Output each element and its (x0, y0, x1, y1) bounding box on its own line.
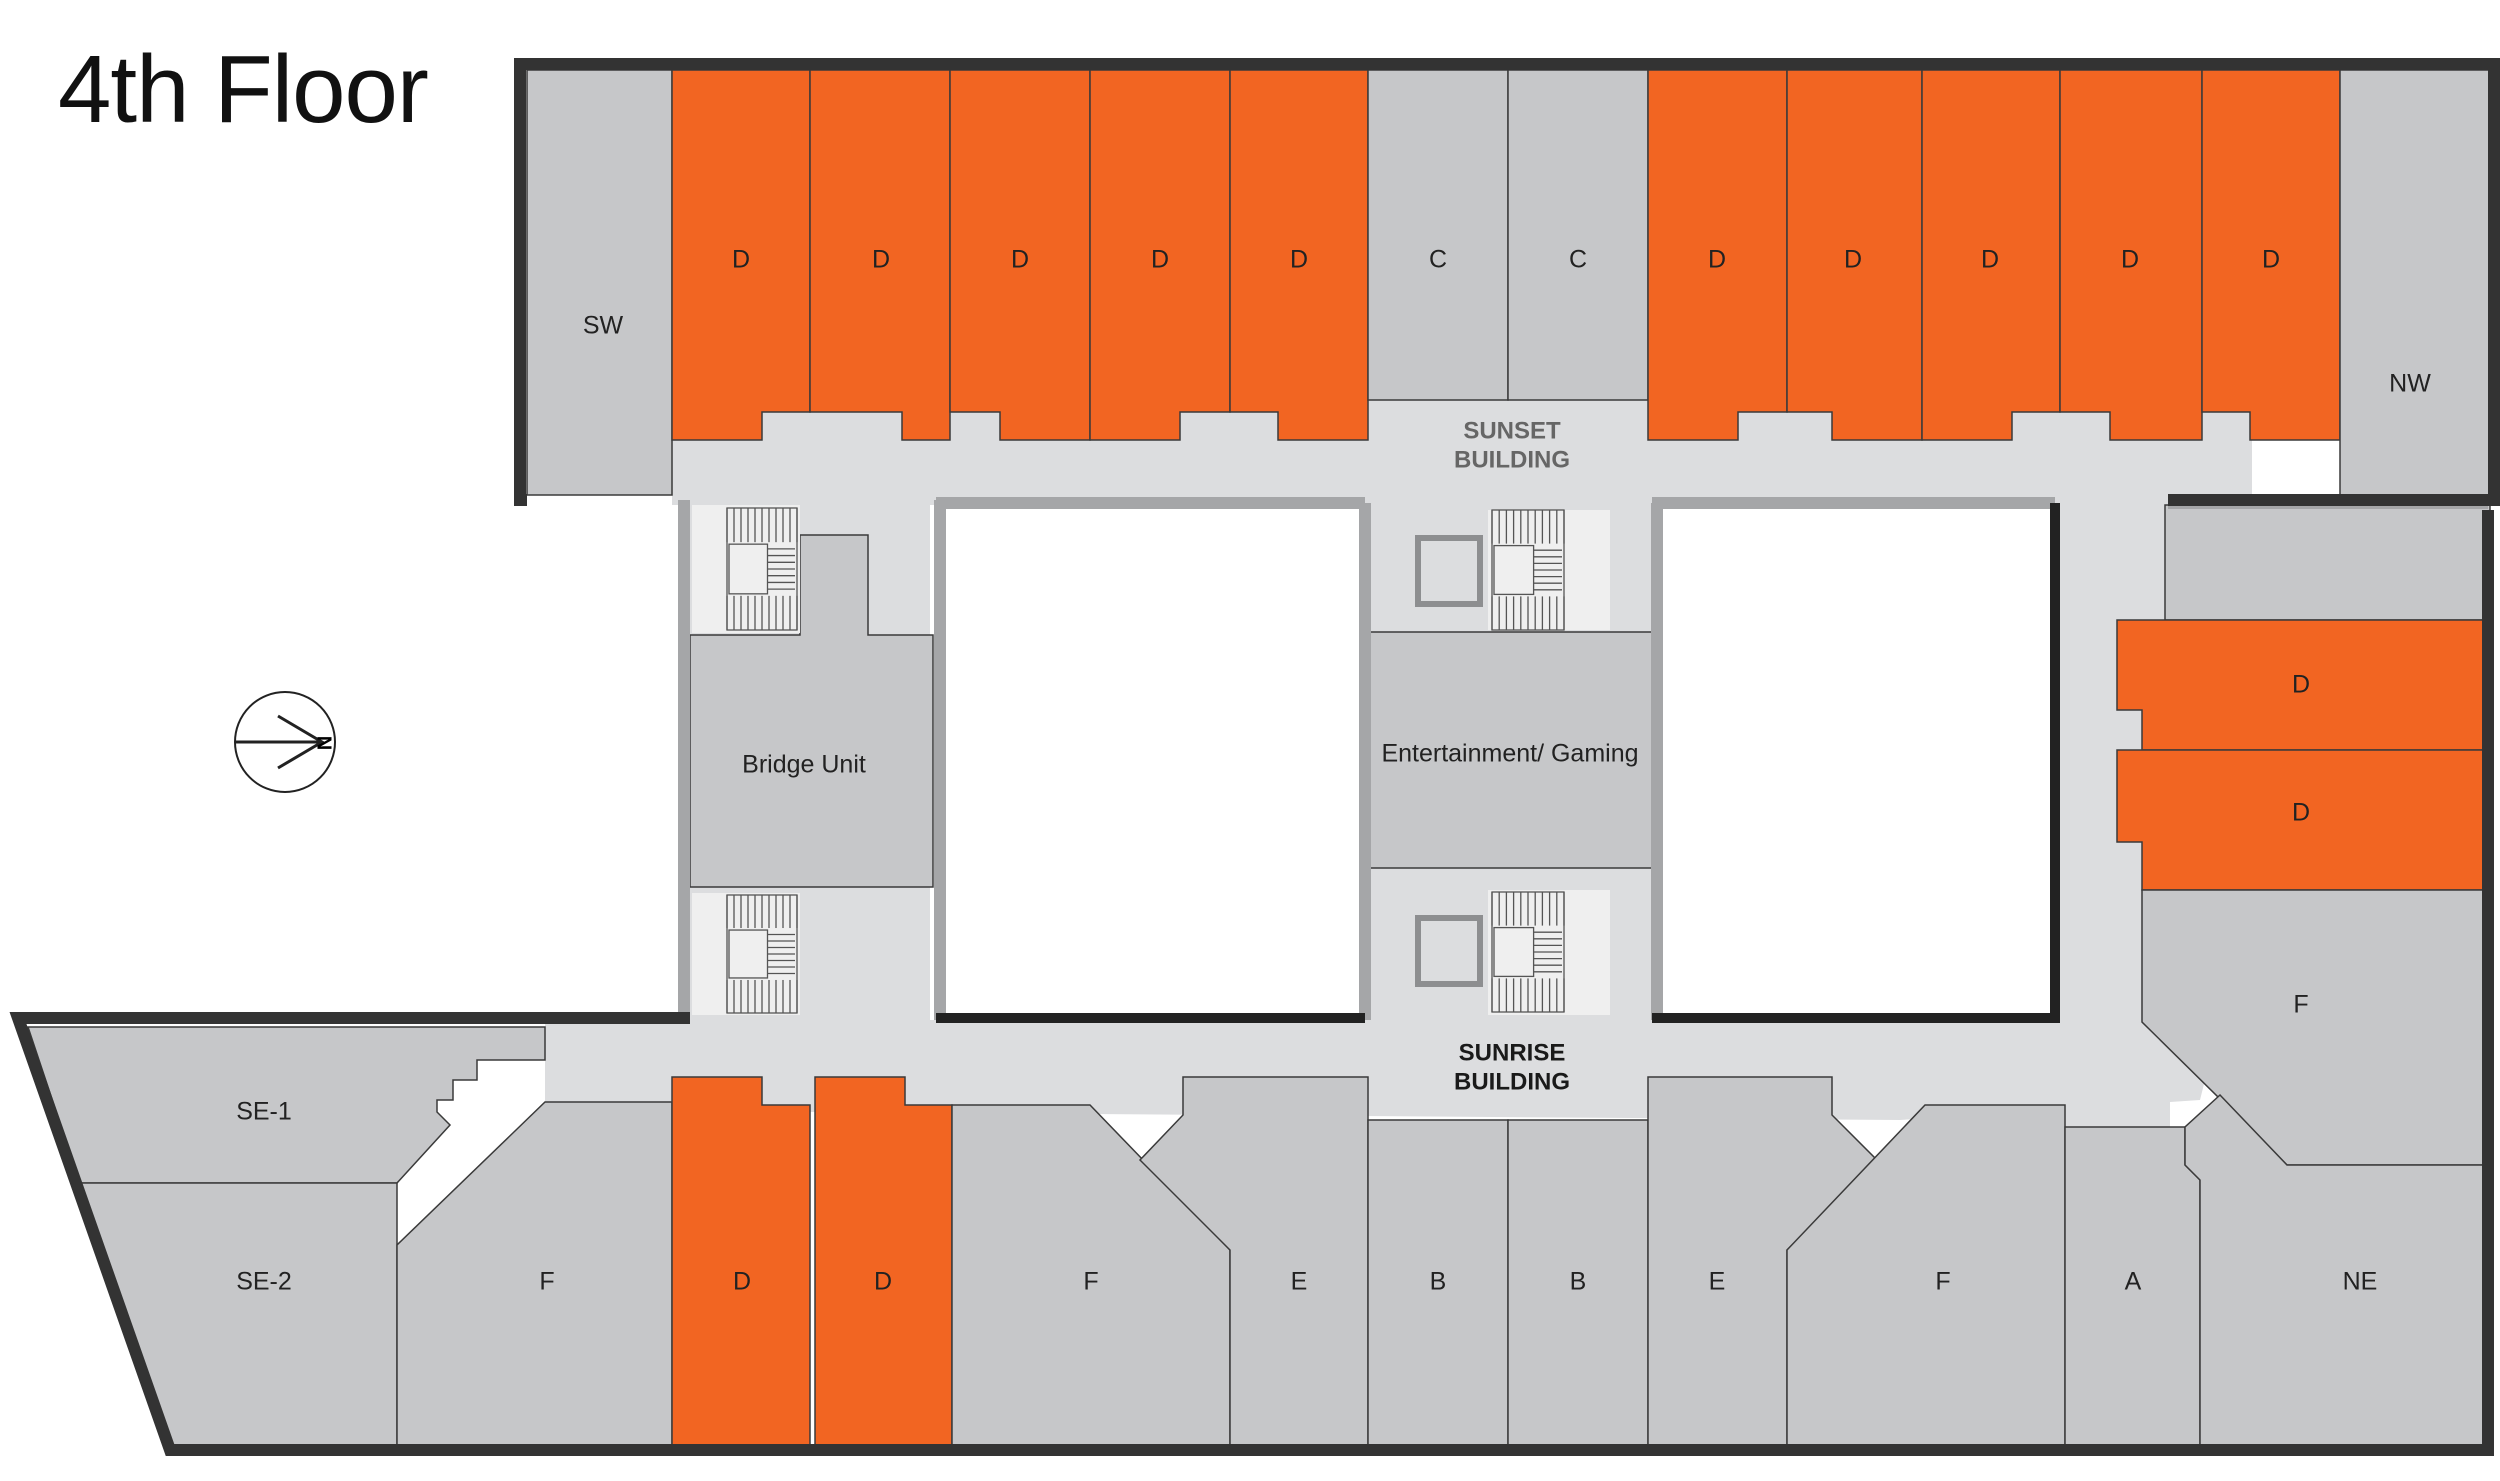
unit-label-bottom: A (2125, 1268, 2142, 1296)
unit-label-bottom: B (1570, 1268, 1587, 1296)
unit-label-se2: SE-2 (236, 1268, 292, 1296)
elevator-icon (1415, 535, 1483, 607)
stair-icons (726, 507, 1565, 1014)
unit-label-top: D (1290, 246, 1308, 274)
unit-nw[interactable] (2339, 69, 2491, 496)
unit-label-top: D (1151, 246, 1169, 274)
unit-label-top: D (732, 246, 750, 274)
stair-icon (1491, 891, 1565, 1013)
unit-c-2[interactable] (1507, 69, 1649, 401)
outer-walls (9, 58, 2500, 1456)
entertainment-gaming[interactable] (1364, 631, 1653, 869)
unit-label-right: F (2293, 991, 2308, 1019)
unit-f-1[interactable] (396, 1101, 673, 1446)
unit-label-bottom: D (874, 1268, 892, 1296)
unit-label-top: D (1844, 246, 1862, 274)
elevators (1415, 535, 1483, 987)
unit-label-top: D (2262, 246, 2280, 274)
floor-title: 4th Floor (58, 36, 429, 143)
unit-label-ne: NE (2343, 1268, 2378, 1296)
sunset-building-label: SUNSET (1463, 417, 1561, 444)
unit-label-bottom: D (733, 1268, 751, 1296)
unit-label-sw: SW (583, 312, 624, 340)
bridge-unit-label: Bridge Unit (742, 751, 866, 779)
unit-label-se1: SE-1 (236, 1098, 292, 1126)
entertainment-label: Entertainment/ Gaming (1381, 740, 1638, 768)
unit-label-top: D (872, 246, 890, 274)
stair-icon (726, 507, 798, 631)
unit-label-top: D (2121, 246, 2139, 274)
unit-d-b1[interactable] (671, 1076, 811, 1446)
unit-right-grey[interactable] (2164, 504, 2491, 621)
unit-b-1[interactable] (1367, 1119, 1509, 1446)
unit-label-top: C (1569, 246, 1587, 274)
unit-label-bottom: F (1083, 1268, 1098, 1296)
top-units (526, 69, 2491, 496)
sunrise-building-label: BUILDING (1454, 1068, 1570, 1095)
unit-label-nw: NW (2389, 370, 2431, 398)
unit-label-top: D (1981, 246, 1999, 274)
sunrise-building-label: SUNRISE (1459, 1039, 1566, 1066)
unit-labels: SW NW NE SE-1 SE-2 D D D D D C C D D D D… (236, 246, 2431, 1296)
unit-label-top: C (1429, 246, 1447, 274)
unit-label-right: D (2292, 671, 2310, 699)
sunset-building-label: BUILDING (1454, 446, 1570, 473)
unit-label-bottom: E (1709, 1268, 1726, 1296)
unit-sw[interactable] (526, 69, 673, 496)
elevator-icon (1415, 915, 1483, 987)
unit-label-top: D (1011, 246, 1029, 274)
stair-icon (1491, 509, 1565, 631)
amenity-spaces (689, 534, 1653, 888)
unit-label-bottom: F (539, 1268, 554, 1296)
north-label: N (313, 736, 335, 750)
north-arrow-icon: N (234, 691, 336, 793)
unit-label-right: D (2292, 799, 2310, 827)
unit-c-1[interactable] (1367, 69, 1509, 401)
right-units (2116, 504, 2491, 1166)
unit-label-bottom: E (1291, 1268, 1308, 1296)
unit-d-b2[interactable] (814, 1076, 953, 1446)
building-labels: SUNSET BUILDING SUNRISE BUILDING (1454, 417, 1570, 1095)
unit-b-2[interactable] (1507, 1119, 1649, 1446)
unit-label-bottom: B (1430, 1268, 1447, 1296)
unit-label-bottom: F (1935, 1268, 1950, 1296)
stair-icon (726, 894, 798, 1014)
unit-label-top: D (1708, 246, 1726, 274)
